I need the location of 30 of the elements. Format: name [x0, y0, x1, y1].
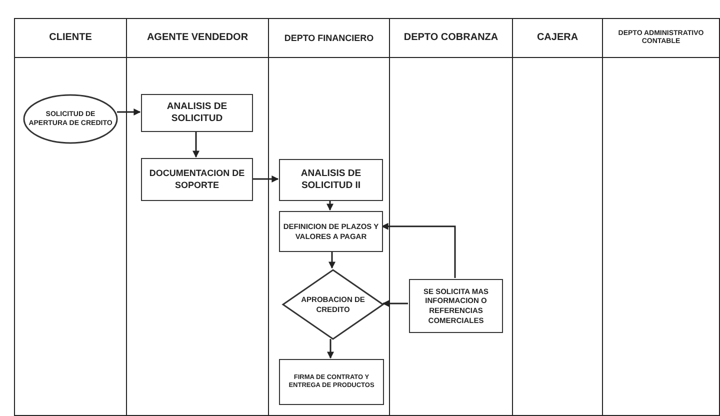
lane-title: CAJERA	[536, 32, 578, 44]
node-label: ANALISIS DE SOLICITUD	[166, 100, 228, 126]
decision-diamond	[282, 269, 384, 340]
swimlane	[389, 18, 512, 416]
arrow	[381, 222, 456, 278]
lane-title: AGENTE VENDEDOR	[146, 32, 248, 44]
swimlane	[126, 18, 268, 416]
swimlane	[512, 18, 602, 416]
arrow	[252, 176, 279, 182]
arrow	[192, 131, 200, 158]
arrow	[326, 200, 334, 211]
process-box	[141, 158, 253, 201]
node-label: DOCUMENTACION DE SOPORTE	[148, 168, 246, 192]
swimlane	[268, 18, 389, 416]
start-ellipse	[23, 94, 118, 144]
process-box	[279, 211, 383, 252]
arrow	[327, 339, 334, 359]
lane-title: DEPTO FINANCIERO	[284, 32, 374, 44]
arrow	[328, 251, 336, 269]
swimlane	[602, 18, 720, 416]
process-box	[279, 359, 384, 405]
lane-title: DEPTO COBRANZA	[404, 32, 498, 44]
swimlane	[14, 18, 126, 416]
arrow	[382, 300, 408, 307]
lane-title: CLIENTE	[49, 32, 92, 44]
process-box	[141, 94, 253, 132]
node-label: ANALISIS DE SOLICITUD II	[300, 168, 362, 192]
process-box	[409, 279, 503, 333]
arrow	[117, 108, 141, 116]
process-box	[279, 159, 383, 201]
